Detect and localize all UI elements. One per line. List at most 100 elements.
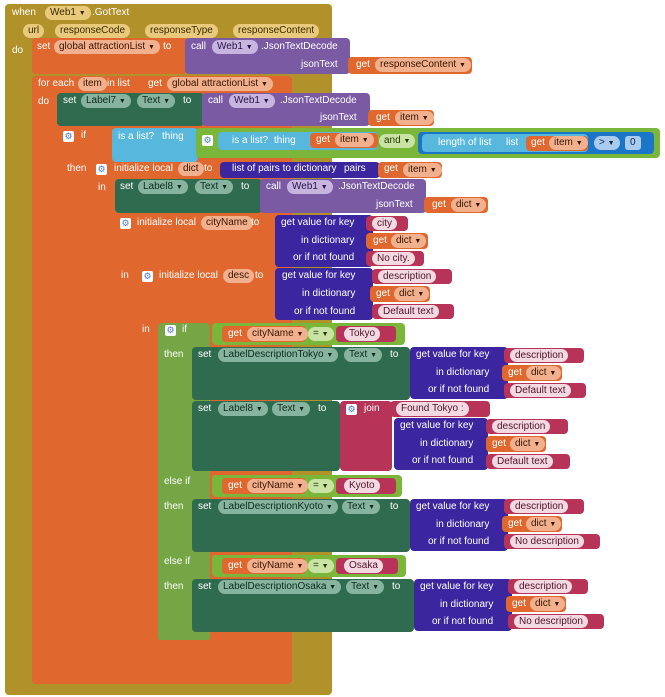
set-label8-block[interactable]: set Label8 ▼ Text ▼ to xyxy=(115,179,262,213)
string-value[interactable]: No city. xyxy=(372,252,415,265)
set-osaka-block[interactable]: set LabelDescriptionOsaka ▼ Text ▼ to xyxy=(192,579,414,632)
and-block[interactable]: ⚙ is a list? thing get item ▼ and ▼ leng… xyxy=(196,128,660,158)
set-global-block[interactable]: set global attractionList ▼ to xyxy=(32,38,187,74)
property-dropdown[interactable]: Text ▼ xyxy=(346,580,385,594)
get-dict-7[interactable]: get dict ▼ xyxy=(506,596,566,612)
get-dict-2[interactable]: get dict ▼ xyxy=(366,233,428,249)
get-responsecontent[interactable]: get responseContent ▼ xyxy=(348,57,472,74)
is-list-block[interactable]: is a list? thing xyxy=(112,128,198,162)
set-label7-block[interactable]: set Label7 ▼ Text ▼ to xyxy=(57,93,204,126)
get-global-list[interactable]: get global attractionList ▼ xyxy=(140,76,286,93)
param-responsetype[interactable]: responseType xyxy=(145,24,218,38)
gv-city-block[interactable]: get value for key in dictionary or if no… xyxy=(275,215,373,267)
var-dropdown[interactable]: item ▼ xyxy=(395,111,434,125)
compare-kyoto[interactable]: get cityName ▼ = ▼ Kyoto xyxy=(212,475,402,497)
var-dropdown[interactable]: cityName ▼ xyxy=(247,327,309,341)
set-kyoto-block[interactable]: set LabelDescriptionKyoto ▼ Text ▼ to xyxy=(192,499,410,552)
text-default-1[interactable]: Default text xyxy=(372,304,454,319)
string-value[interactable]: Found Tokyo : xyxy=(396,402,469,416)
var-dropdown[interactable]: item ▼ xyxy=(549,136,588,150)
string-value[interactable]: description xyxy=(492,420,551,433)
text-nodesc-1[interactable]: No description xyxy=(504,534,600,549)
var-dropdown[interactable]: dict ▼ xyxy=(391,234,427,248)
text-description-5[interactable]: description xyxy=(508,579,588,594)
var-dropdown[interactable]: responseContent ▼ xyxy=(375,58,471,72)
text-description-2[interactable]: description xyxy=(504,348,584,363)
var-dropdown[interactable]: dict ▼ xyxy=(394,287,430,301)
var-dropdown[interactable]: dict ▼ xyxy=(530,597,566,611)
text-description-1[interactable]: description xyxy=(372,269,452,284)
gear-icon[interactable]: ⚙ xyxy=(63,131,74,142)
string-value[interactable]: Default text xyxy=(378,305,439,318)
var-dropdown[interactable]: dict ▼ xyxy=(451,198,487,212)
property-dropdown[interactable]: Text ▼ xyxy=(195,180,234,194)
text-nodesc-2[interactable]: No description xyxy=(508,614,604,629)
text-kyoto[interactable]: Kyoto xyxy=(336,478,396,494)
string-value[interactable]: description xyxy=(510,349,569,362)
string-value[interactable]: city xyxy=(372,217,397,230)
global-var-dropdown[interactable]: global attractionList ▼ xyxy=(54,40,160,54)
text-default-2[interactable]: Default text xyxy=(504,383,586,398)
string-value[interactable]: description xyxy=(510,500,569,513)
component-dropdown[interactable]: Label8 ▼ xyxy=(218,402,268,416)
compare-tokyo[interactable]: get cityName ▼ = ▼ Tokyo xyxy=(212,323,405,345)
set-label8-join-block[interactable]: set Label8 ▼ Text ▼ to xyxy=(192,401,340,471)
string-value[interactable]: No description xyxy=(510,535,584,548)
param-responsecontent[interactable]: responseContent xyxy=(233,24,320,38)
string-value[interactable]: No description xyxy=(514,615,588,628)
gear-icon[interactable]: ⚙ xyxy=(96,164,107,175)
gear-icon[interactable]: ⚙ xyxy=(346,404,357,415)
property-dropdown[interactable]: Text ▼ xyxy=(272,402,311,416)
call-jsontextdecode-2[interactable]: call Web1 ▼ .JsonTextDecode jsonText xyxy=(202,93,370,126)
component-dropdown[interactable]: Label7 ▼ xyxy=(81,94,131,108)
operator-dropdown[interactable]: = ▼ xyxy=(308,559,334,573)
operator-dropdown[interactable]: = ▼ xyxy=(308,327,334,341)
component-dropdown[interactable]: Web1 ▼ xyxy=(212,40,258,54)
string-value[interactable]: description xyxy=(514,580,573,593)
component-dropdown[interactable]: Web1 ▼ xyxy=(45,6,91,20)
property-dropdown[interactable]: Text ▼ xyxy=(344,348,383,362)
component-dropdown[interactable]: Label8 ▼ xyxy=(138,180,188,194)
operator-dropdown[interactable]: = ▼ xyxy=(308,479,334,493)
component-dropdown[interactable]: LabelDescriptionOsaka ▼ xyxy=(218,580,342,594)
text-description-4[interactable]: description xyxy=(504,499,584,514)
join-block[interactable]: ⚙ join xyxy=(340,401,392,471)
get-dict-6[interactable]: get dict ▼ xyxy=(502,516,562,532)
gear-icon[interactable]: ⚙ xyxy=(120,218,131,229)
var-dropdown[interactable]: global attractionList ▼ xyxy=(167,77,273,91)
gear-icon[interactable]: ⚙ xyxy=(142,271,153,282)
string-value[interactable]: Kyoto xyxy=(344,479,380,493)
component-dropdown[interactable]: LabelDescriptionKyoto ▼ xyxy=(218,500,338,514)
gear-icon[interactable]: ⚙ xyxy=(202,135,213,146)
gv-desc-block[interactable]: get value for key in dictionary or if no… xyxy=(275,268,373,320)
call-jsontextdecode-3[interactable]: call Web1 ▼ .JsonTextDecode jsonText xyxy=(260,179,426,213)
text-osaka[interactable]: Osaka xyxy=(336,558,398,574)
item-var[interactable]: item xyxy=(78,77,107,91)
component-dropdown[interactable]: Web1 ▼ xyxy=(229,94,275,108)
get-dict-4[interactable]: get dict ▼ xyxy=(502,365,562,381)
text-found-tokyo[interactable]: Found Tokyo : xyxy=(390,401,490,417)
var-dropdown[interactable]: dict ▼ xyxy=(526,517,562,531)
var-dropdown[interactable]: cityName ▼ xyxy=(247,479,309,493)
get-item-2[interactable]: get item ▼ xyxy=(310,133,378,148)
gv-tokyo-block[interactable]: get value for key in dictionary or if no… xyxy=(410,347,508,399)
get-item-3[interactable]: get item ▼ xyxy=(526,136,588,151)
compare-block[interactable]: length of list list get item ▼ > ▼ 0 xyxy=(418,132,654,154)
and-dropdown[interactable]: and ▼ xyxy=(379,134,416,148)
property-dropdown[interactable]: Text ▼ xyxy=(137,94,176,108)
call-jsontextdecode-1[interactable]: call Web1 ▼ .JsonTextDecode jsonText xyxy=(185,38,350,74)
var-dropdown[interactable]: dict ▼ xyxy=(510,437,546,451)
string-value[interactable]: Default text xyxy=(510,384,571,397)
number-zero[interactable]: 0 xyxy=(625,136,641,150)
set-tokyo-block[interactable]: set LabelDescriptionTokyo ▼ Text ▼ to xyxy=(192,347,410,400)
get-cityname-3[interactable]: get cityName ▼ xyxy=(222,558,309,574)
text-nocity[interactable]: No city. xyxy=(366,251,424,266)
string-value[interactable]: Default text xyxy=(492,455,553,468)
text-description-3[interactable]: description xyxy=(486,419,568,434)
var-dropdown[interactable]: cityName ▼ xyxy=(247,559,309,573)
get-dict-1[interactable]: get dict ▼ xyxy=(424,197,488,213)
gear-icon[interactable]: ⚙ xyxy=(165,325,176,336)
get-cityname-1[interactable]: get cityName ▼ xyxy=(222,326,309,342)
get-item-4[interactable]: get item ▼ xyxy=(378,162,442,178)
get-dict-5[interactable]: get dict ▼ xyxy=(486,436,546,452)
